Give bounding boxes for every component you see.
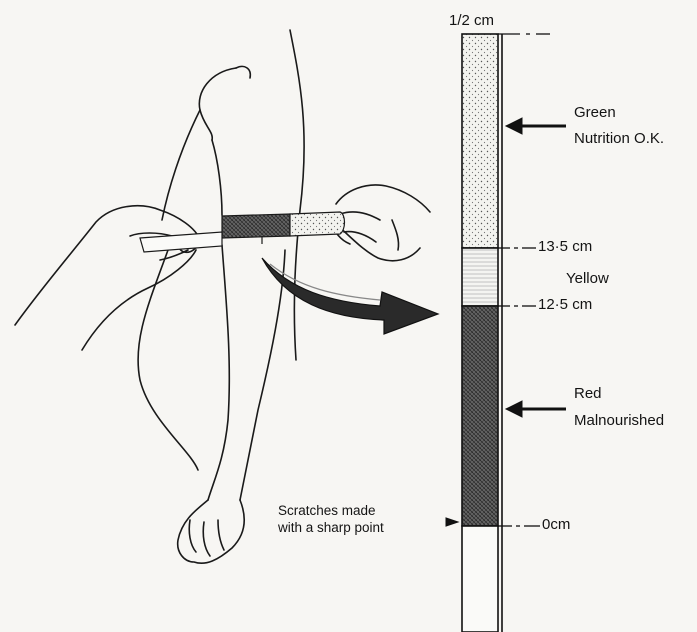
blank-strip-end [462, 526, 498, 632]
green-band [462, 34, 498, 248]
scratch-pointer [446, 518, 458, 526]
scratch-note-line1: Scratches made [278, 503, 376, 519]
guide-lines [498, 34, 550, 526]
upper-arm-outline [290, 30, 304, 360]
top-label: 1/2 cm [449, 12, 494, 29]
left-hand [15, 206, 200, 325]
red-label: Red [574, 385, 602, 402]
red-band [462, 306, 498, 526]
arm-illustration [15, 30, 430, 563]
mark-0: 0cm [542, 516, 570, 533]
scratch-note-line2: with a sharp point [278, 520, 384, 536]
elbow-outline [199, 68, 236, 140]
green-label: Green [574, 104, 616, 121]
mark-12-5: 12·5 cm [538, 296, 592, 313]
measuring-strip [462, 34, 502, 632]
yellow-label: Yellow [566, 270, 609, 287]
tape-on-arm [140, 212, 345, 252]
right-hand [336, 185, 430, 212]
lower-hand [178, 500, 244, 563]
red-meaning: Malnourished [574, 412, 664, 429]
green-meaning: Nutrition O.K. [574, 130, 664, 147]
mark-13-5: 13·5 cm [538, 238, 592, 255]
yellow-band [462, 248, 498, 306]
forearm-outline [208, 245, 229, 500]
